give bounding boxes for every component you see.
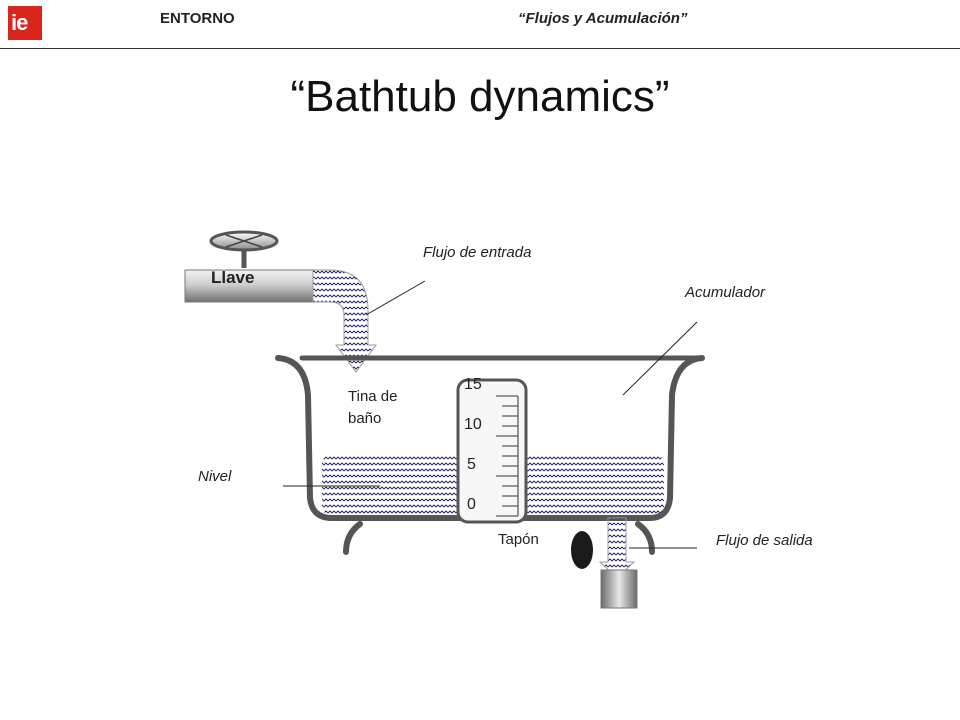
slide-title: “Bathtub dynamics” [290, 72, 670, 121]
header-section: ENTORNO [160, 10, 235, 27]
stock-label: Acumulador [685, 284, 766, 301]
faucet-pipe [184, 269, 314, 303]
inflow-stream [312, 269, 377, 373]
valve-handle-icon [209, 230, 279, 268]
gauge-label-0: 0 [467, 496, 476, 513]
gauge-label-5: 5 [467, 456, 476, 473]
outflow-label: Flujo de salida [716, 532, 813, 549]
outflow-stream [598, 517, 636, 579]
tub-label-line1: Tina de [348, 388, 398, 405]
header-divider [0, 48, 960, 49]
gauge-label-10: 10 [464, 416, 482, 433]
inflow-label: Flujo de entrada [423, 244, 532, 261]
plug-icon [571, 531, 593, 569]
ie-logo: ie [8, 6, 42, 40]
tub-label-line2: baño [348, 410, 382, 427]
leader-lines [283, 280, 698, 549]
header-topic: “Flujos y Acumulación” [518, 10, 688, 27]
level-label: Nivel [198, 468, 232, 485]
level-gauge [456, 378, 528, 524]
faucet-label: Llave [211, 268, 255, 287]
bucket [600, 569, 638, 609]
plug-label: Tapón [498, 531, 539, 548]
gauge-label-15: 15 [464, 376, 482, 393]
